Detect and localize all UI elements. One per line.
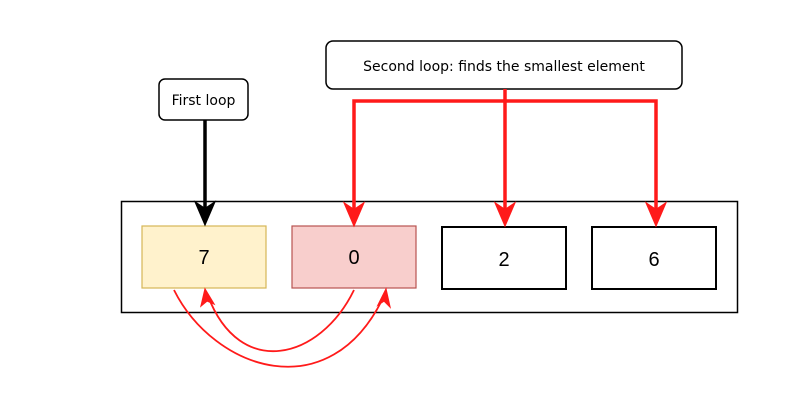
array-cell-2-value: 2: [498, 249, 509, 271]
array-cell-1: 0: [291, 225, 417, 289]
first-loop-arrow-head: [193, 200, 217, 227]
array-cell-3: 6: [591, 226, 717, 290]
swap-arrow-outer-head: [376, 287, 392, 309]
second-loop-arrow-head-2: [644, 201, 668, 228]
first-loop-arrow: [193, 120, 217, 227]
array-cell-0: 7: [141, 225, 267, 289]
array-cell-2: 2: [441, 226, 567, 290]
array-cell-0-box: [141, 225, 267, 289]
array-cell-3-value: 6: [648, 249, 659, 271]
array-cell-0-value: 7: [198, 247, 209, 269]
second-loop-arrows: [342, 89, 668, 228]
array-cell-3-box: [591, 226, 717, 290]
swap-arrow-inner-head: [200, 287, 216, 308]
first-loop-label: First loop: [172, 93, 236, 109]
swap-arrow-inner: [207, 289, 355, 352]
swap-arrow-outer: [173, 289, 385, 368]
second-loop-label: Second loop: finds the smallest element: [363, 59, 645, 75]
swap-arrows: [173, 287, 392, 368]
second-loop-arrow-head-1: [493, 201, 517, 228]
array-cell-1-value: 0: [348, 247, 359, 269]
array-cell-2-box: [441, 226, 567, 290]
second-loop-arrow-head-0: [342, 201, 366, 228]
